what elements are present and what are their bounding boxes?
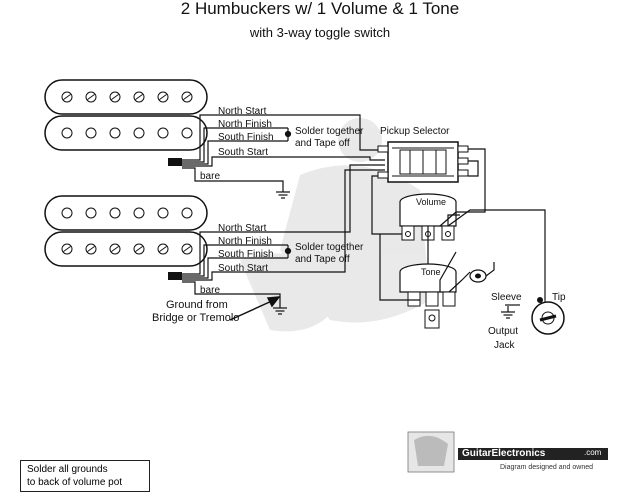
neck-solder-note-line1: Solder together bbox=[295, 126, 364, 137]
neck-pole-slug-icon bbox=[157, 127, 169, 139]
neck-pickup-lead-sleeve bbox=[168, 158, 182, 166]
bridge-pole-slug-icon bbox=[133, 207, 145, 219]
neck-pole-slug-icon bbox=[133, 127, 145, 139]
neck-pole-slug-icon bbox=[61, 127, 73, 139]
volume-pot bbox=[399, 193, 457, 241]
ground-note-box: Solder all grounds to back of volume pot bbox=[20, 460, 150, 492]
volume-label: Volume bbox=[416, 197, 447, 207]
tone-capacitor bbox=[469, 269, 487, 283]
pickup-selector-switch bbox=[377, 141, 469, 183]
neck-pole-screw-icon bbox=[109, 91, 121, 103]
tone-label: Tone bbox=[421, 267, 441, 277]
bridge-pole-slug-icon bbox=[181, 207, 193, 219]
neck-south-finish-label: South Finish bbox=[218, 132, 274, 143]
bridge-pole-screw-icon bbox=[157, 243, 169, 255]
neck-ground-icon bbox=[275, 185, 291, 199]
neck-south-start-label: South Start bbox=[218, 147, 269, 158]
bridge-solder-note-line1: Solder together bbox=[295, 242, 364, 253]
pickup-selector-label: Pickup Selector bbox=[380, 126, 450, 137]
control-wires bbox=[371, 148, 546, 306]
neck-pole-screw-icon bbox=[181, 91, 193, 103]
output-label: Output bbox=[488, 326, 519, 337]
bridge-pole-slug-icon bbox=[85, 207, 97, 219]
neck-bare-label: bare bbox=[200, 171, 221, 182]
neck-north-start-label: North Start bbox=[218, 106, 267, 117]
bridge-ground-arrow bbox=[229, 296, 281, 321]
bridge-pickup-wires bbox=[182, 164, 385, 302]
ground-note-line1: Solder all grounds bbox=[27, 464, 108, 475]
output-jack bbox=[531, 297, 565, 335]
bridge-south-finish-label: South Finish bbox=[218, 249, 274, 260]
sleeve-label: Sleeve bbox=[491, 292, 522, 303]
neck-pole-slug-icon bbox=[109, 127, 121, 139]
bridge-pole-screw-icon bbox=[133, 243, 145, 255]
wiring-diagram: 2 Humbuckers w/ 1 Volume & 1 Tone with 3… bbox=[20, 0, 608, 492]
logo-text: GuitarElectronics bbox=[462, 448, 546, 459]
bridge-pole-slug-icon bbox=[109, 207, 121, 219]
diagram-subtitle: with 3-way toggle switch bbox=[249, 25, 391, 40]
jack-label: Jack bbox=[494, 340, 515, 351]
bridge-pickup bbox=[44, 195, 208, 280]
tip-label: Tip bbox=[552, 292, 566, 303]
bridge-bare-label: bare bbox=[200, 285, 221, 296]
neck-pole-screw-icon bbox=[157, 91, 169, 103]
bridge-north-finish-label: North Finish bbox=[218, 236, 272, 247]
bridge-solder-note-line2: and Tape off bbox=[295, 254, 350, 265]
bridge-south-start-label: South Start bbox=[218, 263, 269, 274]
wiring-svg bbox=[44, 79, 608, 476]
bridge-north-start-label: North Start bbox=[218, 223, 267, 234]
neck-solder-note-line2: and Tape off bbox=[295, 138, 350, 149]
logo-suffix: .com bbox=[584, 448, 602, 457]
diagram-title: 2 Humbuckers w/ 1 Volume & 1 Tone bbox=[180, 0, 460, 18]
bridge-pole-slug-icon bbox=[157, 207, 169, 219]
neck-pole-screw-icon bbox=[85, 91, 97, 103]
bridge-pickup-lead-sleeve bbox=[168, 272, 182, 280]
bridge-pole-screw-icon bbox=[109, 243, 121, 255]
bridge-pole-screw-icon bbox=[181, 243, 193, 255]
neck-pole-slug-icon bbox=[85, 127, 97, 139]
bridge-pole-screw-icon bbox=[61, 243, 73, 255]
ground-note-line2: to back of volume pot bbox=[27, 477, 123, 488]
neck-pickup bbox=[44, 79, 208, 166]
bridge-pole-screw-icon bbox=[85, 243, 97, 255]
guitarist-watermark bbox=[240, 118, 430, 332]
ground-from-label: Ground from bbox=[166, 299, 228, 311]
logo-tagline: Diagram designed and owned bbox=[500, 464, 594, 471]
bridge-or-tremolo-label: Bridge or Tremolo bbox=[152, 312, 240, 324]
jack-ground-icon bbox=[500, 305, 516, 319]
neck-pickup-wires bbox=[182, 114, 385, 186]
neck-pole-screw-icon bbox=[61, 91, 73, 103]
neck-north-finish-label: North Finish bbox=[218, 119, 272, 130]
neck-pole-screw-icon bbox=[133, 91, 145, 103]
guitarelectronics-logo bbox=[407, 431, 608, 473]
neck-pole-slug-icon bbox=[181, 127, 193, 139]
bridge-pole-slug-icon bbox=[61, 207, 73, 219]
